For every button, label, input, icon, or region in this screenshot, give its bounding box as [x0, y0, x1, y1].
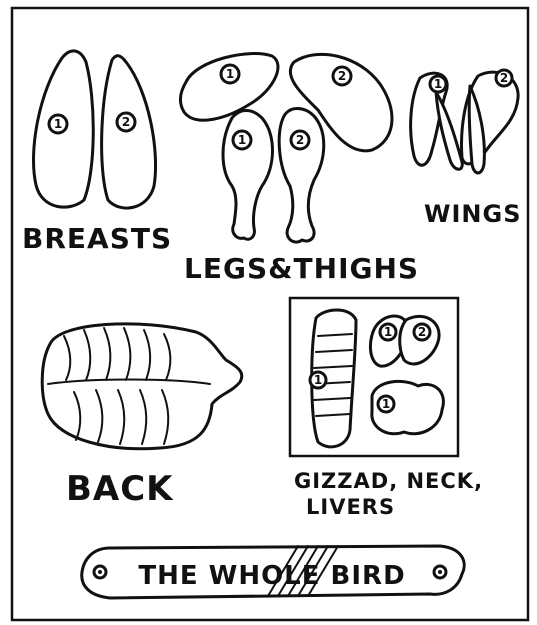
breast-2-number: 2: [122, 115, 130, 129]
back-piece: [42, 324, 242, 449]
giblets-label-line1: GIZZAD, NECK,: [294, 469, 483, 493]
back-label: BACK: [66, 469, 174, 509]
liver-2-number: 2: [418, 325, 426, 339]
leg-1-number: 1: [238, 133, 246, 147]
breast-1-number: 1: [54, 117, 62, 131]
wing-left-tip: [436, 92, 462, 169]
gizzard-1-number: 1: [382, 397, 390, 411]
legs-thighs-group: 1 2 1 2 LEGS&THIGHS: [180, 54, 419, 285]
neck-1-number: 1: [314, 373, 322, 387]
back-group: BACK: [42, 324, 242, 509]
wings-label: WINGS: [424, 200, 521, 228]
thigh-left: [180, 54, 278, 121]
liver-1-number: 1: [384, 325, 392, 339]
banner-group: THE WHOLE BIRD: [82, 546, 464, 598]
legs-thighs-label: LEGS&THIGHS: [184, 252, 419, 285]
leg-right: [279, 109, 324, 243]
wing-1-number: 1: [434, 77, 442, 91]
thigh-2-number: 2: [338, 69, 346, 83]
leg-left: [223, 111, 273, 240]
giblets-group: 1 1 2 1 GIZZAD, NECK, LIVERS: [290, 298, 483, 519]
wings-group: 1 2 WINGS: [411, 70, 522, 228]
thigh-1-number: 1: [226, 67, 234, 81]
leg-2-number: 2: [296, 133, 304, 147]
breasts-group: 1 2 BREASTS: [22, 51, 172, 255]
giblets-label-line2: LIVERS: [306, 495, 395, 519]
wing-2-number: 2: [500, 71, 508, 85]
breasts-label: BREASTS: [22, 222, 172, 255]
banner-title: THE WHOLE BIRD: [138, 561, 405, 591]
